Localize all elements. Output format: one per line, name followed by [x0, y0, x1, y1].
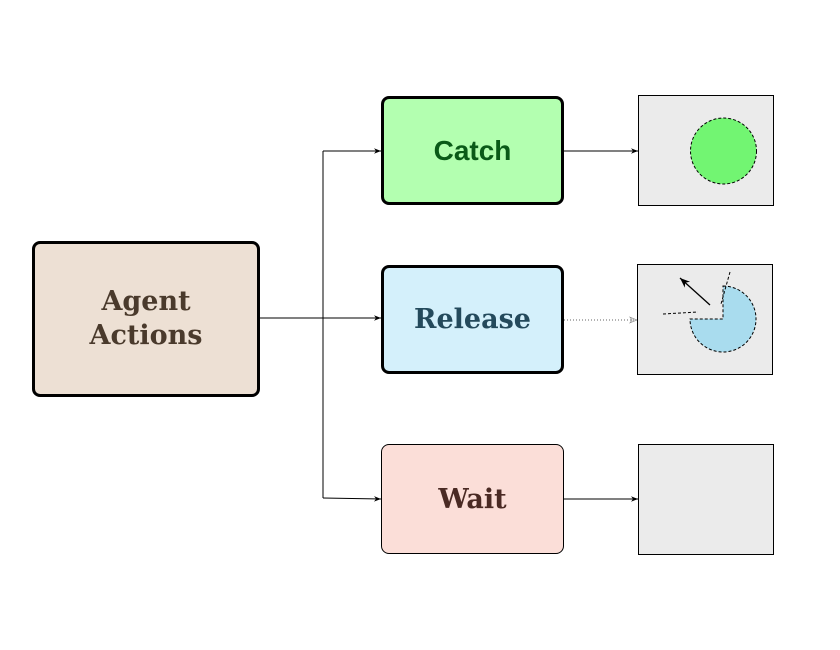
- wait-result-panel: [638, 444, 774, 555]
- catch-action-node: Catch: [381, 96, 564, 205]
- caught-object-icon: [690, 117, 757, 185]
- connector-agent-wait: [322, 496, 382, 502]
- agent-actions-label: Agent Actions: [89, 286, 203, 351]
- catch-action-label: Catch: [433, 134, 512, 166]
- release-direction-arrow-icon: [679, 277, 711, 306]
- agent-actions-node: Agent Actions: [32, 241, 260, 397]
- release-dashed-line-top: [720, 271, 731, 305]
- wait-action-node: Wait: [381, 444, 564, 554]
- release-action-label: Release: [414, 304, 531, 335]
- release-dashed-line-left: [662, 311, 699, 315]
- wait-action-label: Wait: [438, 483, 507, 515]
- release-action-node: Release: [381, 265, 564, 374]
- released-object-icon: [689, 285, 757, 353]
